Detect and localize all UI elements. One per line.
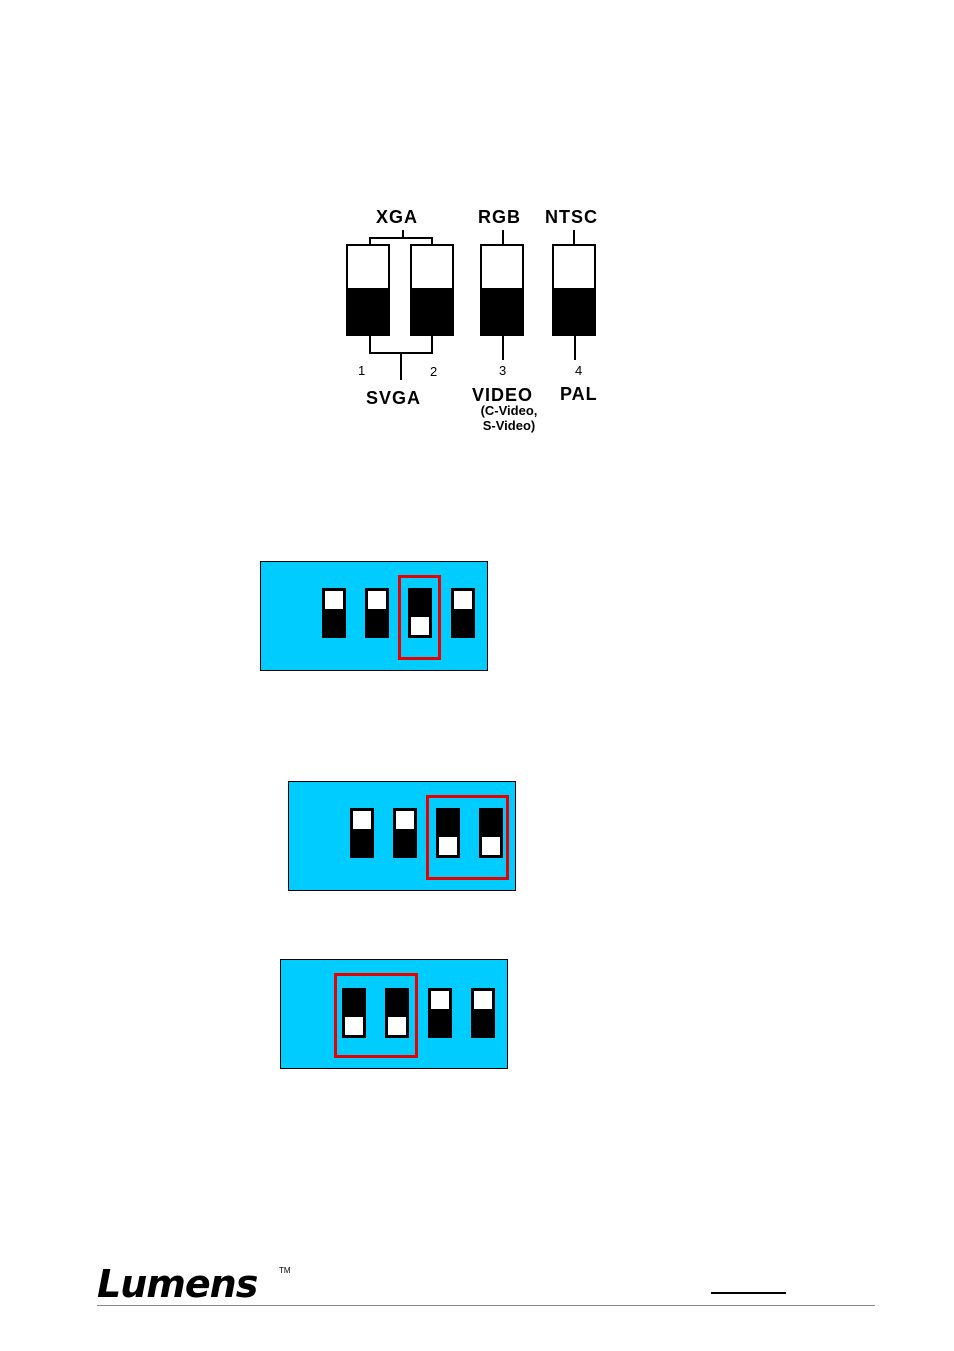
- xga-bracket-stem: [402, 230, 404, 238]
- trademark-mark: TM: [279, 1266, 291, 1275]
- diagram-switch-1: [346, 244, 390, 336]
- svga-bracket-stem: [400, 352, 402, 380]
- switch-number-2: 2: [430, 364, 438, 379]
- panel-2-switch-4: [479, 808, 503, 858]
- ntsc-label: NTSC: [545, 207, 598, 227]
- diagram-switch-2: [410, 244, 454, 336]
- lumens-logo: Lumens: [97, 1262, 258, 1306]
- panel-1-highlight: [398, 575, 441, 660]
- footer-divider: [97, 1305, 875, 1306]
- switch-panel-1: [260, 561, 488, 671]
- xga-bracket-left: [369, 237, 371, 245]
- switch-number-4: 4: [575, 363, 583, 378]
- video-label: VIDEO: [472, 385, 534, 405]
- panel-2-switch-2: [393, 808, 417, 858]
- panel-1-switch-3: [408, 588, 432, 638]
- panel-1-switch-4: [451, 588, 475, 638]
- video-tick: [502, 336, 504, 360]
- rgb-tick: [502, 230, 504, 244]
- panel-3-switch-4: [471, 988, 495, 1038]
- svga-bracket-right: [431, 336, 433, 354]
- panel-2-highlight: [426, 795, 509, 880]
- switch-panel-2: [288, 781, 516, 891]
- panel-1-switch-1: [322, 588, 346, 638]
- panel-3-switch-1: [342, 988, 366, 1038]
- svga-label: SVGA: [366, 388, 422, 408]
- switch-number-1: 1: [358, 363, 366, 378]
- diagram-switch-3: [480, 244, 524, 336]
- ntsc-tick: [573, 230, 575, 244]
- pal-label: PAL: [560, 384, 598, 404]
- panel-3-switch-3: [428, 988, 452, 1038]
- panel-3-switch-2: [385, 988, 409, 1038]
- diagram-switch-4: [552, 244, 596, 336]
- switch-number-3: 3: [499, 363, 507, 378]
- video-sub-2: S-Video): [482, 418, 536, 433]
- panel-1-switch-2: [365, 588, 389, 638]
- page-number-underline: [711, 1292, 786, 1294]
- svga-bracket-left: [369, 336, 371, 354]
- pal-tick: [574, 336, 576, 360]
- panel-3-highlight: [334, 973, 418, 1058]
- xga-label: XGA: [376, 207, 419, 227]
- switch-panel-3: [280, 959, 508, 1069]
- rgb-label: RGB: [478, 207, 521, 227]
- panel-2-switch-3: [436, 808, 460, 858]
- xga-bracket-right: [431, 237, 433, 245]
- video-sub-1: (C-Video,: [480, 403, 538, 418]
- xga-bracket-bar: [369, 237, 433, 239]
- panel-2-switch-1: [350, 808, 374, 858]
